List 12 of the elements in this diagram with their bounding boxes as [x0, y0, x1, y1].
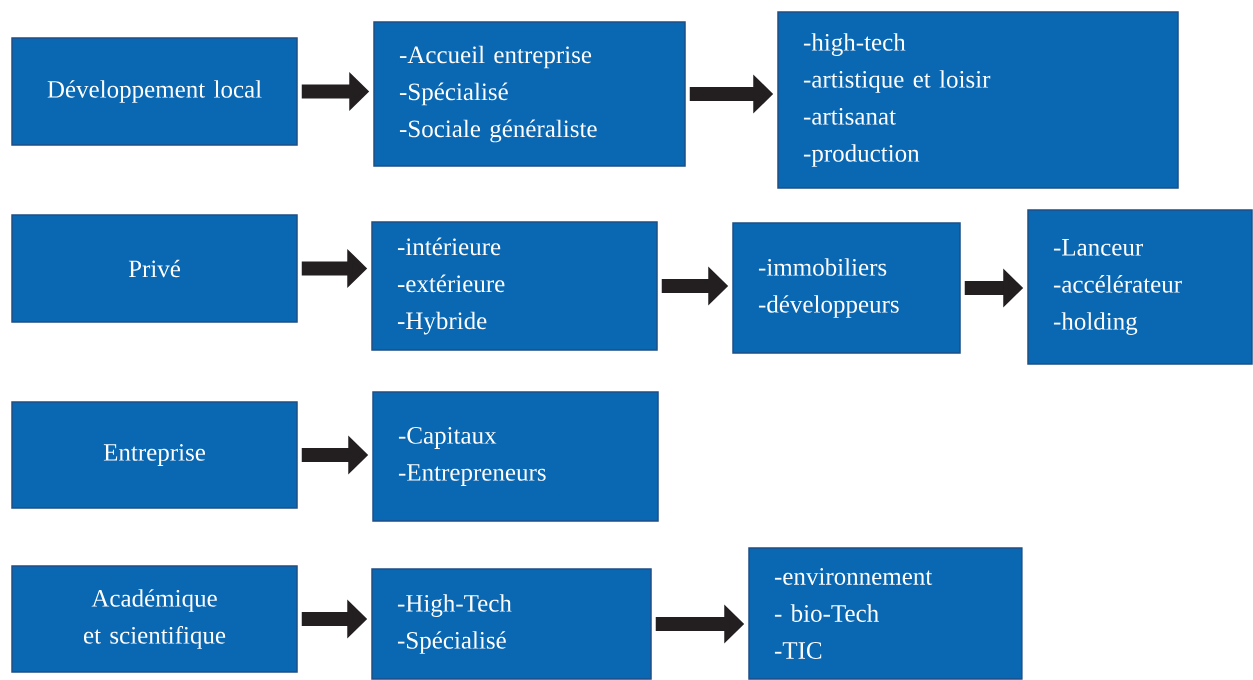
text-box: -Accueil entreprise -Spécialisé -Sociale généraliste	[373, 21, 686, 167]
text-box: Académique et scientifique	[11, 565, 298, 673]
text-box: -environnement - bio-Tech -TIC	[748, 547, 1023, 680]
text-box: -High-Tech -Spécialisé	[371, 568, 652, 680]
text-box: -high-tech -artistique et loisir -artisanat -production	[777, 11, 1179, 189]
text-box: Entreprise	[11, 401, 298, 509]
text-box: -Lanceur -accélérateur -holding	[1027, 209, 1253, 365]
text-box: -intérieure -extérieure -Hybride	[371, 221, 658, 351]
text-box: -immobiliers -développeurs	[732, 222, 961, 354]
text-box: Privé	[11, 214, 298, 323]
text-box: Développement local	[11, 37, 298, 146]
text-box: -Capitaux -Entrepreneurs	[372, 391, 659, 522]
